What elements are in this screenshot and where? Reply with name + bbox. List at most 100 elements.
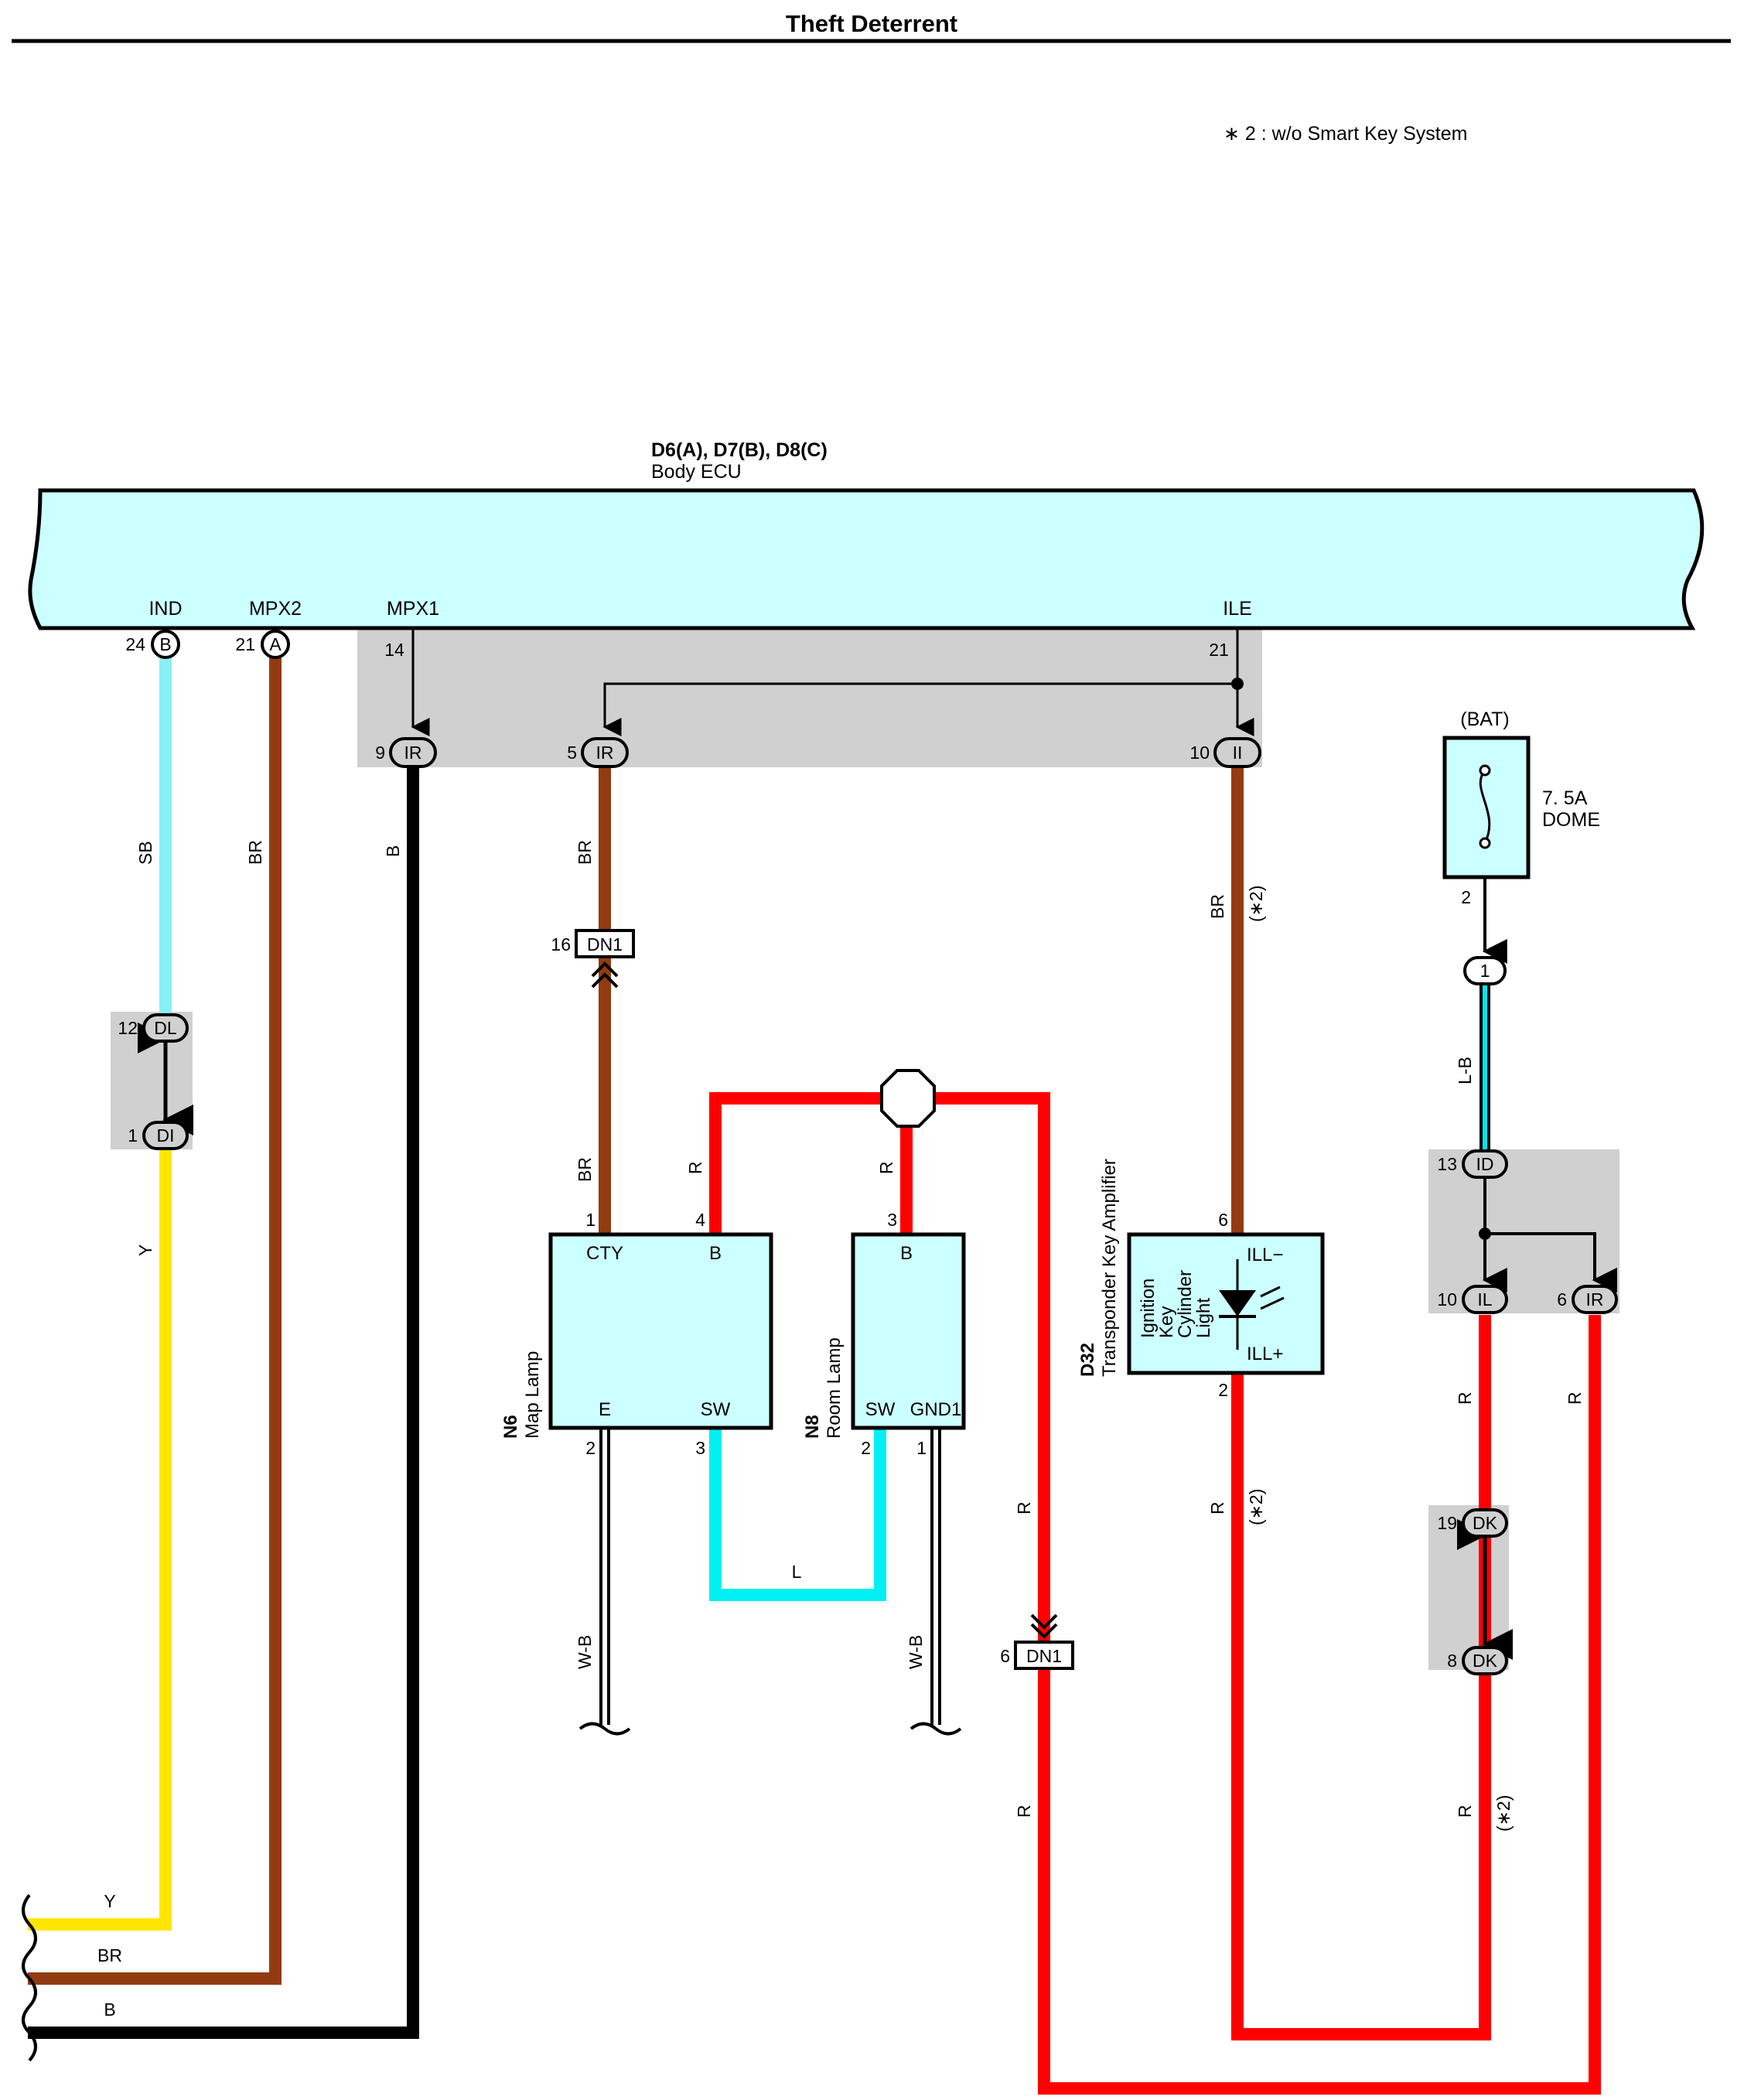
amplifier-name: Transponder Key Amplifier (1099, 1159, 1120, 1377)
fuse-pin: 2 (1461, 887, 1471, 907)
led-icon (1219, 1259, 1285, 1350)
room-lamp-term-sw: SW (865, 1399, 896, 1420)
svg-text:ID: ID (1476, 1154, 1494, 1174)
wire-label-sb: SB (135, 841, 155, 865)
wire-label-r-map: R (685, 1161, 705, 1174)
wire-label-wb-room: W-B (906, 1635, 926, 1669)
fuse-source: (BAT) (1460, 709, 1509, 730)
map-lamp-name: Map Lamp (522, 1351, 543, 1439)
body-ecu-box (28, 488, 1705, 630)
map-lamp-term-e: E (599, 1399, 611, 1420)
svg-text:DL: DL (154, 1018, 177, 1038)
wire-label-br-map-top: BR (575, 840, 595, 865)
ecu-conn-mpx2: A (261, 630, 290, 659)
wire-label-br-mpx2: BR (245, 840, 265, 865)
wire-label-r-dk: R (1455, 1805, 1475, 1818)
map-lamp-pin-b: 4 (695, 1210, 705, 1230)
room-lamp-pin-sw: 2 (861, 1438, 871, 1458)
junction-pin-19: 19 (1437, 1513, 1457, 1533)
connector-pin-16: 16 (551, 934, 571, 954)
svg-text:IR: IR (1586, 1289, 1604, 1310)
svg-text:IL: IL (1477, 1289, 1492, 1310)
map-lamp-code: N6 (500, 1415, 521, 1439)
svg-text:DK: DK (1473, 1513, 1498, 1533)
wire-note-2: (∗2) (1246, 1489, 1266, 1525)
wire-br-mpx2 (28, 654, 282, 1985)
junction-pin-10-il: 10 (1437, 1289, 1457, 1310)
room-lamp-name: Room Lamp (824, 1337, 845, 1439)
wire-label-r-room: R (876, 1161, 896, 1174)
amplifier-light-line-4: Light (1193, 1298, 1214, 1338)
room-lamp-term-gnd: GND1 (910, 1399, 962, 1420)
wire-label-y: Y (135, 1245, 155, 1256)
svg-text:B: B (159, 634, 171, 654)
wire-y (28, 1146, 172, 1931)
junction-conn-5-ir: IR (581, 737, 629, 768)
map-lamp-term-cty: CTY (586, 1243, 623, 1264)
wire-label-wb-map: W-B (575, 1635, 595, 1669)
ecu-term-mpx2: MPX2 (249, 598, 302, 620)
amplifier-pin-ill-plus: 2 (1218, 1380, 1228, 1400)
svg-text:IR: IR (596, 743, 614, 763)
junction-pin-10: 10 (1189, 743, 1210, 763)
wire-end-label-y: Y (104, 1891, 115, 1911)
room-lamp-pin-b: 3 (887, 1210, 897, 1230)
ecu-conn-ind: B (151, 630, 180, 659)
svg-text:IR: IR (404, 743, 422, 763)
splice-octagon (880, 1069, 936, 1128)
ecu-link-branch (602, 682, 1237, 736)
wire-r-lamps (709, 1092, 1601, 2095)
junction-conn-19-dk: DK (1462, 1508, 1508, 1538)
wire-r-amp (1231, 1315, 1491, 2040)
ecu-pin-ile: 21 (1209, 640, 1229, 660)
wire-label-l: L (792, 1562, 802, 1582)
fuse-terminal-bottom (1479, 837, 1491, 849)
wire-b (28, 764, 419, 2039)
wire-label-r-dn1-bottom: R (1014, 1805, 1034, 1818)
splice-dot-id (1479, 1228, 1491, 1240)
wire-label-b: B (383, 845, 403, 857)
wire-break-mark (22, 1893, 37, 2062)
splice-dot (1231, 678, 1244, 690)
connector-16-dn1: DN1 (575, 929, 635, 989)
wire-l (709, 1428, 886, 1601)
junction-pin-12: 12 (118, 1018, 138, 1038)
junction-conn-12-dl: DL (142, 1013, 189, 1043)
map-lamp-term-sw: SW (701, 1399, 731, 1420)
wire-label-r-il: R (1455, 1391, 1475, 1405)
map-lamp-pin-sw: 3 (695, 1438, 705, 1458)
ecu-name: Body ECU (651, 461, 742, 483)
amplifier-light-line-2: Key (1156, 1306, 1177, 1338)
ecu-pin-ind: 24 (125, 634, 145, 654)
svg-text:DI: DI (157, 1125, 175, 1146)
amplifier-light-line-3: Cylinder (1175, 1270, 1196, 1338)
svg-text:DK: DK (1473, 1651, 1498, 1671)
svg-text:A: A (269, 634, 282, 654)
amplifier-term-ill-minus: ILL− (1247, 1245, 1283, 1265)
wire-label-br-map-bottom: BR (575, 1157, 595, 1182)
wire-end-label-b: B (104, 1999, 115, 2020)
ecu-code: D6(A), D7(B), D8(C) (651, 439, 828, 461)
junction-pin-6-ir: 6 (1557, 1289, 1567, 1310)
junction-pin-13: 13 (1437, 1154, 1457, 1174)
amplifier-code: D32 (1077, 1343, 1098, 1377)
ecu-term-ile: ILE (1223, 598, 1252, 620)
fuse-terminal-top (1479, 764, 1491, 777)
fuse-name: DOME (1542, 809, 1600, 831)
ecu-term-ind: IND (148, 598, 182, 620)
wire-note-3: (∗2) (1493, 1795, 1514, 1832)
map-lamp-pin-cty: 1 (585, 1210, 596, 1230)
junction-conn-10-il: IL (1462, 1285, 1508, 1314)
junction-conn-13-id: ID (1462, 1149, 1508, 1179)
svg-text:DN1: DN1 (1026, 1646, 1062, 1666)
wire-label-r-amp: R (1207, 1501, 1227, 1514)
junction-conn-6-ir: IR (1572, 1285, 1618, 1314)
junction-conn-8-dk: DK (1462, 1646, 1508, 1675)
footnote: ∗ 2 : w/o Smart Key System (1224, 123, 1467, 145)
room-lamp-pin-gnd: 1 (916, 1438, 927, 1458)
ecu-pin-mpx1: 14 (384, 640, 404, 660)
amplifier-box (1127, 1232, 1325, 1375)
wire-end-label-br: BR (97, 1945, 122, 1965)
junction-conn-10-ii: II (1213, 737, 1261, 768)
